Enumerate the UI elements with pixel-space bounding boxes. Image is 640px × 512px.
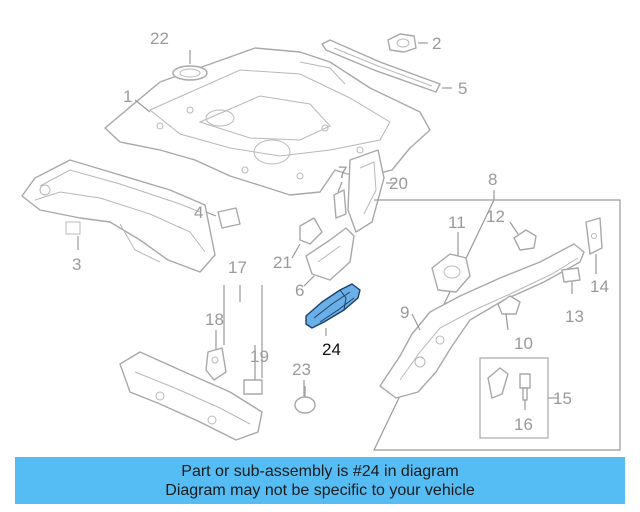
part-21-bracket	[299, 217, 323, 245]
part-9-rear-frame	[379, 243, 585, 399]
callout-15: 15	[553, 389, 572, 408]
callout-4: 4	[194, 203, 203, 222]
info-banner: Part or sub-assembly is #24 in diagram D…	[15, 457, 625, 504]
callout-20: 20	[389, 174, 408, 193]
callout-7: 7	[338, 163, 347, 182]
callout-18: 18	[205, 310, 224, 329]
callout-24: 24	[322, 340, 341, 359]
part-10-bracket	[497, 295, 521, 315]
part-2-bracket	[387, 33, 417, 53]
callout-17: 17	[228, 258, 247, 277]
callout-19: 19	[250, 347, 269, 366]
callout-16: 16	[514, 415, 533, 434]
leader-lines	[77, 42, 597, 410]
callout-11: 11	[448, 213, 466, 232]
callout-23: 23	[292, 360, 311, 379]
part-20-pillar-extension	[347, 149, 385, 233]
part-23-plug	[294, 386, 316, 414]
callout-13: 13	[565, 307, 584, 326]
banner-line-1: Part or sub-assembly is #24 in diagram	[181, 462, 459, 480]
part-4-bracket	[217, 207, 241, 229]
part-13-bracket	[561, 267, 581, 283]
callout-10: 10	[514, 334, 533, 353]
callout-5: 5	[458, 79, 467, 98]
part-3-rear-panel	[21, 159, 216, 273]
callout-1: 1	[123, 87, 132, 106]
part-24-highlighted	[305, 283, 361, 329]
part-19-bracket	[243, 379, 263, 395]
part-18-bracket	[205, 347, 227, 381]
callout-6: 6	[295, 281, 304, 300]
part-14-bracket	[585, 217, 603, 255]
callout-labels: 1 22 2 5 3 4 7 20 21 6 24 17 18 19 23 8 …	[72, 29, 609, 434]
part-22-plug	[172, 65, 208, 81]
part-12-bracket	[513, 229, 537, 251]
parts-diagram: 1 22 2 5 3 4 7 20 21 6 24 17 18 19 23 8 …	[21, 29, 621, 451]
callout-12: 12	[486, 207, 505, 226]
callout-22: 22	[150, 29, 169, 48]
callout-14: 14	[590, 277, 609, 296]
part-6-side-sill-extension	[305, 227, 355, 281]
callout-3: 3	[72, 255, 81, 274]
part-11-cover	[431, 253, 471, 293]
part-5-crossmember	[321, 39, 441, 93]
part-15-16-hardware	[487, 367, 531, 401]
banner-line-2: Diagram may not be specific to your vehi…	[165, 481, 475, 499]
callout-21: 21	[273, 253, 292, 272]
callout-2: 2	[432, 34, 441, 53]
callout-8: 8	[488, 170, 497, 189]
callout-9: 9	[400, 303, 409, 322]
part-7-bracket	[333, 189, 347, 219]
part-17-crossmember-assembly	[119, 351, 263, 441]
